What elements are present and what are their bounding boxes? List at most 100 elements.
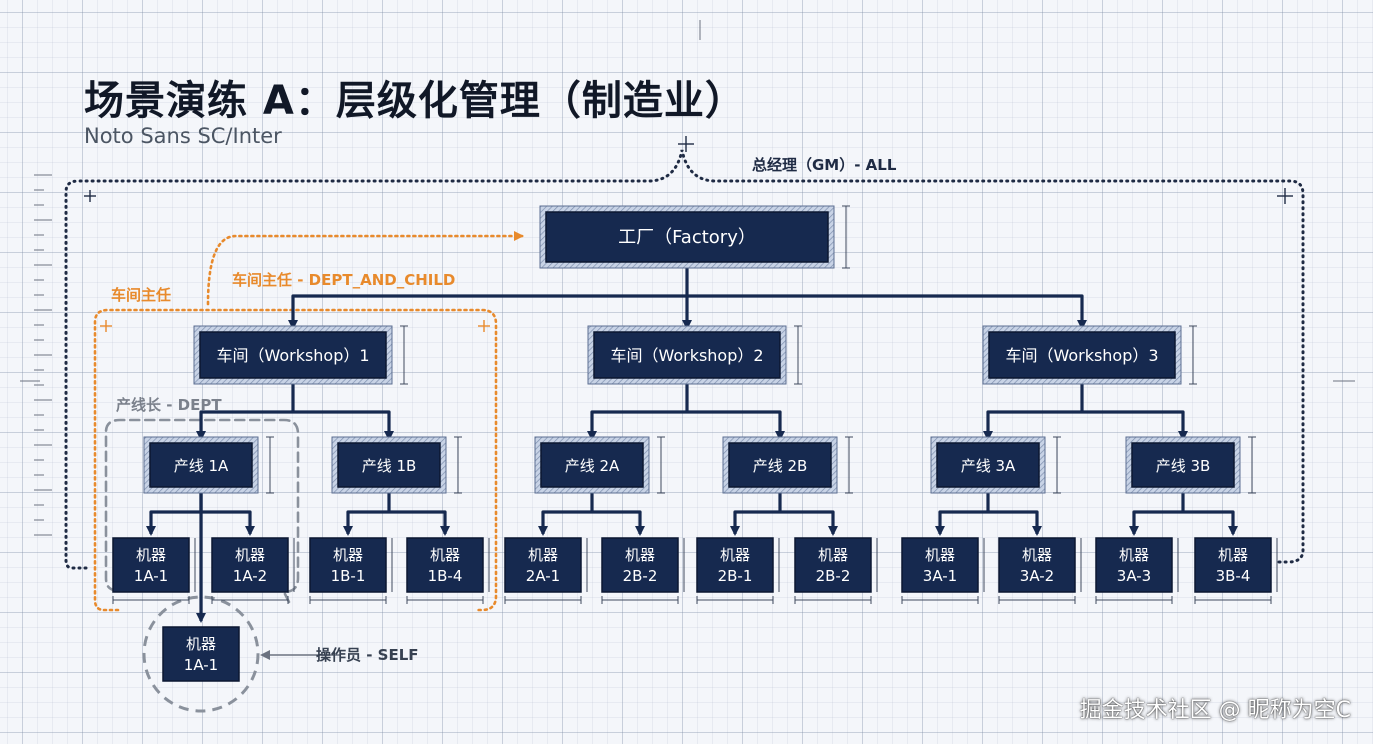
workshop-head-role-label: 车间主任 — [111, 286, 171, 304]
node-l1b: 产线 1B — [331, 436, 462, 494]
node-l2a: 产线 2A — [534, 436, 665, 494]
page-subtitle: Noto Sans SC/Inter — [84, 124, 282, 148]
node-box — [504, 537, 582, 593]
node-m3b4: 机器 3B-4 — [1194, 537, 1278, 604]
node-label-line: 机器 — [333, 546, 363, 564]
node-box — [1095, 537, 1173, 593]
dimension-marker — [454, 436, 462, 494]
node-box — [696, 537, 774, 593]
dimension-marker — [601, 538, 685, 604]
dimension-marker — [504, 538, 588, 604]
node-box — [406, 537, 484, 593]
left-ruler — [20, 20, 1355, 536]
node-l3a: 产线 3A — [930, 436, 1061, 494]
node-m3a1: 机器 3A-1 — [901, 537, 985, 604]
node-factory: 工厂（Factory） — [539, 205, 850, 269]
node-box — [988, 331, 1176, 379]
line-leader-scope-label: 产线长 - DEPT — [116, 396, 222, 414]
node-label-line: 机器 — [1218, 546, 1248, 564]
node-box — [1194, 537, 1272, 593]
dimension-marker — [309, 538, 393, 604]
node-label-line: 机器 — [818, 546, 848, 564]
node-label-line: 3B-4 — [1216, 567, 1251, 585]
operator-scope-label: 操作员 - SELF — [316, 646, 419, 664]
dimension-marker — [1248, 436, 1256, 494]
node-label: 产线 2B — [753, 457, 808, 475]
node-label: 车间（Workshop）2 — [610, 346, 763, 365]
node-box — [309, 537, 387, 593]
node-box — [540, 442, 644, 488]
node-label-line: 机器 — [528, 546, 558, 564]
node-w3: 车间（Workshop）3 — [982, 325, 1197, 385]
node-box — [728, 442, 832, 488]
gm-scope: 总经理（GM）- ALL — [64, 136, 1305, 570]
dimension-marker — [794, 325, 802, 385]
dimension-marker — [266, 436, 274, 494]
workshop-head-scope-label: 车间主任 - DEPT_AND_CHILD — [232, 271, 455, 289]
node-box — [211, 537, 289, 593]
gm-scope-label: 总经理（GM）- ALL — [752, 156, 897, 174]
node-label: 产线 1A — [174, 457, 229, 475]
node-l3b: 产线 3B — [1125, 436, 1256, 494]
node-label-line: 机器 — [720, 546, 750, 564]
node-label-line: 1A-1 — [184, 656, 218, 674]
node-box — [545, 211, 829, 263]
node-m2b2b: 机器 2B-2 — [794, 537, 878, 604]
node-label: 车间（Workshop）3 — [1005, 346, 1158, 365]
node-label-line: 1A-2 — [233, 567, 267, 585]
node-box — [901, 537, 979, 593]
tree-connectors — [146, 264, 1238, 623]
node-box — [337, 442, 441, 488]
dimension-marker — [998, 538, 1082, 604]
node-label: 产线 1B — [362, 457, 417, 475]
node-box — [149, 442, 253, 488]
node-label-line: 机器 — [136, 546, 166, 564]
node-m1b1: 机器 1B-1 — [309, 537, 393, 604]
node-box — [593, 331, 781, 379]
node-box — [112, 537, 190, 593]
watermark: 掘金技术社区 @ 昵称为空C — [1079, 698, 1351, 723]
node-m2b1: 机器 2B-1 — [696, 537, 780, 604]
dimension-marker — [842, 205, 850, 269]
node-label: 产线 3B — [1156, 457, 1211, 475]
dimension-marker — [211, 538, 295, 604]
node-label-line: 2B-2 — [816, 567, 851, 585]
node-label-line: 机器 — [925, 546, 955, 564]
node-l1a: 产线 1A — [143, 436, 274, 494]
node-label-line: 2B-1 — [718, 567, 753, 585]
dimension-marker — [794, 538, 878, 604]
dimension-marker — [657, 436, 665, 494]
dimension-marker — [1053, 436, 1061, 494]
node-label: 产线 3A — [961, 457, 1016, 475]
node-label: 工厂（Factory） — [618, 227, 756, 248]
node-w2: 车间（Workshop）2 — [587, 325, 802, 385]
node-label: 产线 2A — [565, 457, 620, 475]
node-label-line: 2A-1 — [526, 567, 560, 585]
dimension-marker — [400, 325, 408, 385]
node-label-line: 3A-3 — [1117, 567, 1151, 585]
node-box — [1131, 442, 1235, 488]
dimension-marker — [112, 538, 196, 604]
node-box — [998, 537, 1076, 593]
node-label-line: 3A-1 — [923, 567, 957, 585]
workshop-head-scope: 车间主任 车间主任 - DEPT_AND_CHILD — [93, 231, 524, 612]
node-label-line: 机器 — [1119, 546, 1149, 564]
node-box — [601, 537, 679, 593]
dimension-marker — [901, 538, 985, 604]
node-m3a3: 机器 3A-3 — [1095, 537, 1179, 604]
dimension-marker — [696, 538, 780, 604]
node-label-line: 1B-1 — [331, 567, 366, 585]
node-l2b: 产线 2B — [722, 436, 853, 494]
dimension-marker — [1095, 538, 1179, 604]
node-label-line: 机器 — [625, 546, 655, 564]
node-label-line: 3A-2 — [1020, 567, 1054, 585]
dimension-marker — [1194, 538, 1278, 604]
node-label-line: 机器 — [1022, 546, 1052, 564]
page-title: 场景演练 A：层级化管理（制造业） — [84, 78, 746, 124]
